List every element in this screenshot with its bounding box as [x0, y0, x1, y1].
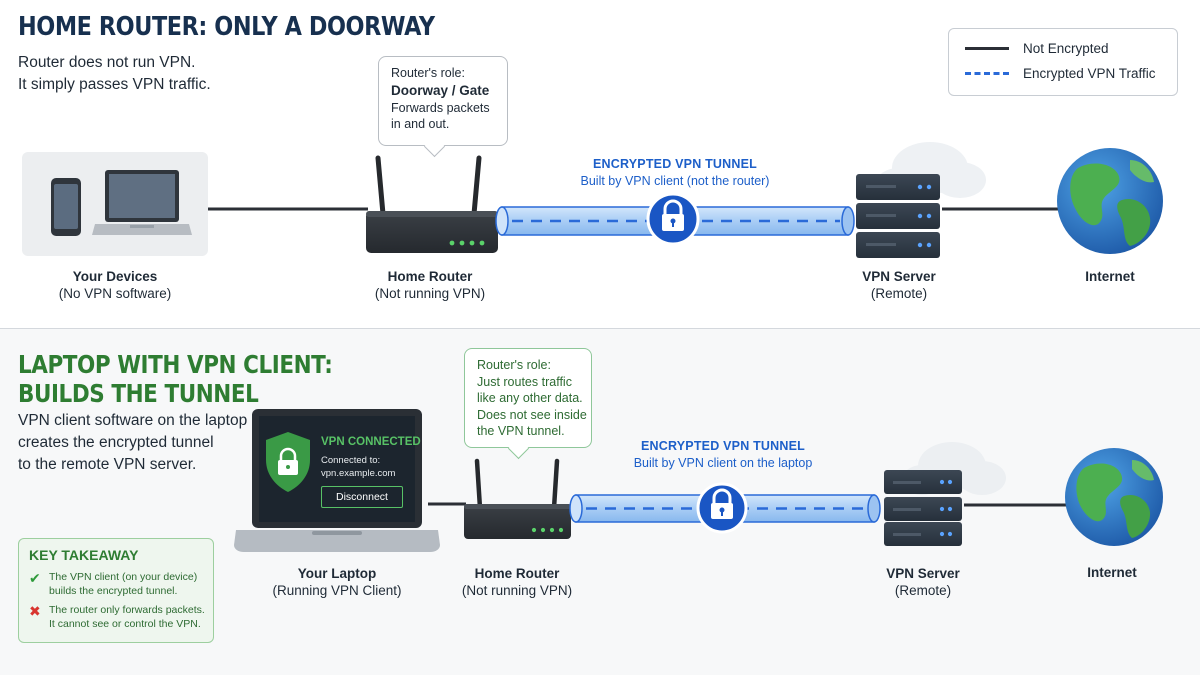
bubble-line: Does not see inside — [477, 407, 587, 422]
vpn-status: VPN CONNECTED — [321, 436, 421, 448]
vpn-server-name: vpn.example.com — [321, 468, 396, 479]
vpn-client-window: VPN CONNECTED Connected to: vpn.example.… — [261, 418, 421, 520]
takeaway-text: The router only forwards packets. It can… — [49, 604, 205, 631]
lock-icon — [646, 192, 700, 246]
tunnel-subtitle: Built by VPN client on the laptop — [633, 456, 813, 470]
takeaway-item: ✔ The VPN client (on your device) builds… — [29, 571, 197, 598]
top-description: Router does not run VPN. It simply passe… — [18, 52, 211, 96]
legend-item-not-encrypted: Not Encrypted — [965, 41, 1109, 56]
node-title: Internet — [1085, 269, 1135, 284]
bottom-description-line: creates the encrypted tunnel — [18, 434, 214, 451]
router-icon — [464, 458, 571, 539]
phone-icon — [51, 178, 81, 236]
check-icon: ✔ — [29, 570, 41, 586]
laptop-icon — [234, 409, 440, 552]
bubble-line: Forwards packets — [391, 100, 490, 115]
top-description-line: Router does not run VPN. — [18, 54, 196, 71]
tunnel-title: ENCRYPTED VPN TUNNEL — [593, 157, 757, 171]
legend-label: Encrypted VPN Traffic — [1023, 66, 1156, 81]
node-label-router: Home Router (Not running VPN) — [350, 268, 510, 302]
node-title: Your Laptop — [297, 566, 377, 581]
node-label-internet: Internet — [1060, 268, 1160, 285]
dashed-line-icon — [965, 72, 1009, 75]
bubble-role: Doorway / Gate — [391, 82, 490, 98]
bottom-description-line: to the remote VPN server. — [18, 456, 197, 473]
node-subtitle: (Not running VPN) — [461, 583, 573, 598]
bubble-line: the VPN tunnel. — [477, 424, 565, 438]
router-icon — [366, 155, 498, 253]
node-title: VPN Server — [886, 566, 960, 581]
key-takeaway-box: KEY TAKEAWAY ✔ The VPN client (on your d… — [18, 538, 214, 643]
node-subtitle: (Not running VPN) — [374, 286, 486, 301]
takeaway-text: The VPN client (on your device) builds t… — [49, 571, 197, 598]
node-label-vpn-server: VPN Server (Remote) — [858, 565, 988, 599]
takeaway-line: The router only forwards packets. — [49, 604, 205, 616]
cross-icon: ✖ — [29, 603, 41, 619]
server-icon — [856, 174, 940, 258]
node-label-vpn-server: VPN Server (Remote) — [834, 268, 964, 302]
vpn-connection-info: Connected to: vpn.example.com — [321, 454, 395, 480]
bottom-heading-line: BUILDS THE TUNNEL — [18, 379, 259, 408]
lock-icon — [696, 482, 748, 534]
node-subtitle: (Running VPN Client) — [272, 583, 402, 598]
bubble-line: in and out. — [391, 117, 450, 131]
tunnel-title: ENCRYPTED VPN TUNNEL — [641, 439, 805, 453]
vpn-connected-label: Connected to: — [321, 455, 381, 466]
tunnel-caption: ENCRYPTED VPN TUNNEL Built by VPN client… — [540, 156, 810, 190]
node-title: Your Devices — [72, 269, 158, 284]
node-subtitle: (No VPN software) — [58, 286, 172, 301]
takeaway-line: builds the encrypted tunnel. — [49, 584, 178, 597]
node-title: Internet — [1087, 565, 1137, 580]
legend-item-encrypted: Encrypted VPN Traffic — [965, 66, 1156, 81]
disconnect-button[interactable]: Disconnect — [321, 486, 403, 508]
node-subtitle: (Remote) — [870, 286, 928, 301]
tunnel-caption: ENCRYPTED VPN TUNNEL Built by VPN client… — [590, 438, 856, 472]
top-description-line: It simply passes VPN traffic. — [18, 76, 211, 93]
laptop-icon — [92, 170, 192, 235]
solid-line-icon — [965, 47, 1009, 50]
bubble-line: Just routes traffic — [477, 374, 572, 389]
bubble-line: like any other data. — [477, 391, 583, 405]
tunnel-subtitle: Built by VPN client (not the router) — [580, 174, 770, 188]
top-heading: HOME ROUTER: ONLY A DOORWAY — [18, 12, 435, 42]
node-label-laptop: Your Laptop (Running VPN Client) — [257, 565, 417, 599]
node-label-router: Home Router (Not running VPN) — [437, 565, 597, 599]
node-subtitle: (Remote) — [894, 583, 952, 598]
globe-icon — [1065, 448, 1163, 546]
bottom-description: VPN client software on the laptop create… — [18, 410, 247, 476]
bottom-heading: LAPTOP WITH VPN CLIENT: BUILDS THE TUNNE… — [18, 350, 333, 408]
bubble-title: Router's role: — [477, 358, 551, 372]
node-title: Home Router — [474, 566, 560, 581]
node-label-internet: Internet — [1062, 564, 1162, 581]
takeaway-line: The VPN client (on your device) — [49, 571, 198, 583]
bubble-title: Router's role: — [391, 66, 465, 80]
takeaway-line: It cannot see or control the VPN. — [49, 617, 201, 630]
node-label-devices: Your Devices (No VPN software) — [22, 268, 208, 302]
takeaway-item: ✖ The router only forwards packets. It c… — [29, 604, 205, 631]
legend: Not Encrypted Encrypted VPN Traffic — [948, 28, 1178, 96]
node-title: VPN Server — [862, 269, 936, 284]
bottom-heading-line: LAPTOP WITH VPN CLIENT: — [18, 350, 333, 379]
server-icon — [884, 470, 962, 546]
router-role-bubble: Router's role: Just routes traffic like … — [464, 348, 592, 448]
legend-label: Not Encrypted — [1023, 41, 1109, 56]
node-title: Home Router — [387, 269, 473, 284]
globe-icon — [1057, 148, 1163, 254]
bottom-description-line: VPN client software on the laptop — [18, 412, 248, 429]
shield-icon — [266, 432, 310, 492]
takeaway-title: KEY TAKEAWAY — [29, 547, 139, 563]
router-role-bubble: Router's role: Doorway / Gate Forwards p… — [378, 56, 508, 146]
